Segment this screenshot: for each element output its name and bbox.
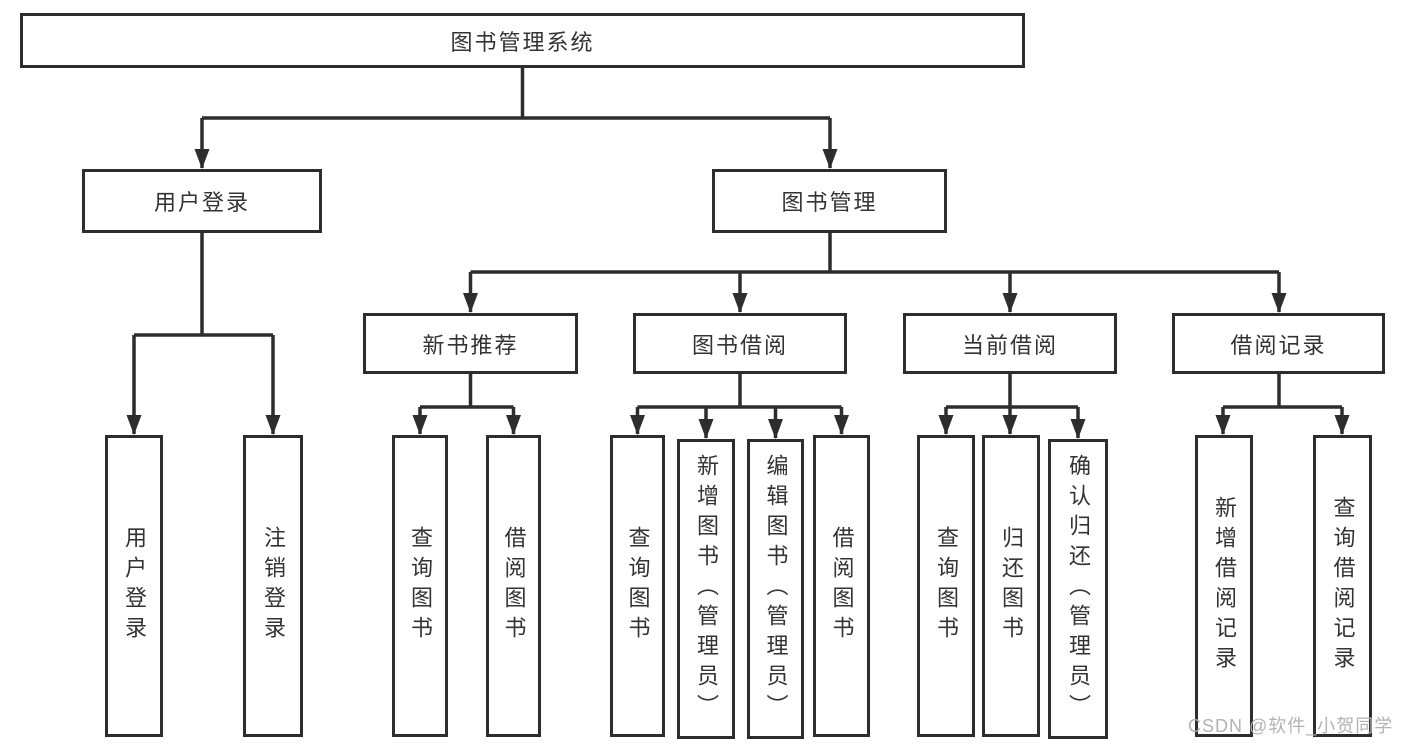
leaf-borrow-borrow-books-label: 借阅图书: [829, 526, 855, 646]
leaf-newbook-borrow-books: 借阅图书: [486, 435, 541, 737]
leaf-current-return-books: 归还图书: [982, 435, 1040, 737]
node-root-label: 图书管理系统: [450, 29, 595, 55]
leaf-borrow-add-books-admin-label: 新增图书（管理员）: [694, 454, 719, 724]
leaf-current-return-books-label: 归还图书: [999, 526, 1024, 646]
node-new-book-recommend-label: 新书推荐: [422, 332, 519, 358]
node-new-book-recommend: 新书推荐: [363, 313, 578, 374]
leaf-records-query-record-label: 查询借阅记录: [1330, 496, 1356, 676]
leaf-newbook-borrow-books-label: 借阅图书: [501, 526, 527, 646]
leaf-records-add-record-label: 新增借阅记录: [1212, 496, 1237, 676]
leaf-borrow-add-books-admin: 新增图书（管理员）: [677, 439, 735, 739]
leaf-current-confirm-return-admin: 确认归还（管理员）: [1048, 439, 1108, 739]
node-current-borrowing-label: 当前借阅: [961, 332, 1058, 358]
node-root: 图书管理系统: [20, 13, 1025, 68]
csdn-watermark: CSDN @软件_小贺同学: [1188, 716, 1394, 736]
leaf-current-query-books-label: 查询图书: [934, 526, 959, 646]
node-borrowing-records: 借阅记录: [1172, 313, 1385, 374]
leaf-logout-label: 注销登录: [261, 526, 286, 646]
leaf-user-login: 用户登录: [105, 435, 163, 737]
node-book-borrowing-label: 图书借阅: [691, 332, 788, 358]
node-book-management: 图书管理: [712, 169, 947, 233]
leaf-user-login-label: 用户登录: [122, 526, 147, 646]
leaf-newbook-query-books: 查询图书: [392, 435, 448, 737]
node-current-borrowing: 当前借阅: [903, 313, 1117, 374]
leaf-borrow-query-books: 查询图书: [610, 435, 665, 737]
leaf-records-query-record: 查询借阅记录: [1313, 435, 1372, 737]
leaf-current-query-books: 查询图书: [917, 435, 975, 737]
leaf-borrow-query-books-label: 查询图书: [625, 526, 651, 646]
node-borrowing-records-label: 借阅记录: [1230, 332, 1327, 358]
leaf-records-add-record: 新增借阅记录: [1195, 435, 1253, 737]
node-user-login: 用户登录: [82, 169, 322, 233]
leaf-current-confirm-return-admin-label: 确认归还（管理员）: [1066, 454, 1091, 724]
node-book-management-label: 图书管理: [781, 190, 878, 215]
leaf-borrow-edit-books-admin-label: 编辑图书（管理员）: [763, 454, 789, 724]
leaf-borrow-edit-books-admin: 编辑图书（管理员）: [747, 439, 804, 739]
leaf-borrow-borrow-books: 借阅图书: [813, 435, 870, 737]
leaf-logout: 注销登录: [243, 435, 303, 737]
leaf-newbook-query-books-label: 查询图书: [408, 526, 433, 646]
node-user-login-label: 用户登录: [153, 190, 250, 215]
node-book-borrowing: 图书借阅: [633, 313, 847, 374]
